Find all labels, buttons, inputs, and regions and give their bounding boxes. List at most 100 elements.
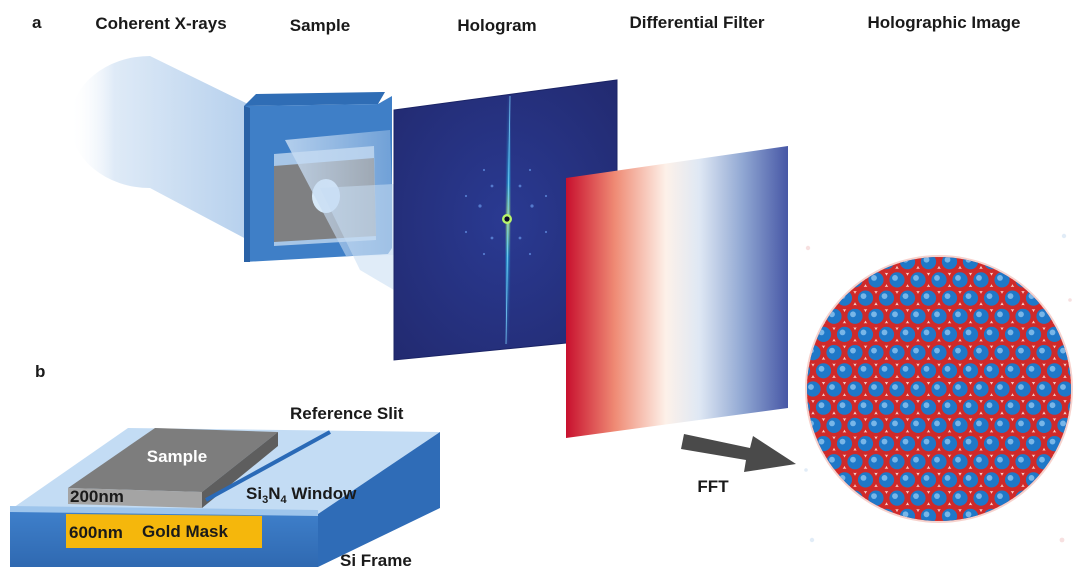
skyrmion-highlight	[850, 456, 856, 463]
skyrmion-highlight	[997, 275, 1003, 281]
panel-a-label: a	[32, 13, 42, 32]
skyrmion-highlight	[923, 329, 930, 336]
skyrmion-highlight	[934, 384, 940, 390]
skyrmion-highlight	[860, 329, 867, 336]
skyrmion-highlight	[923, 438, 930, 445]
skyrmion-highlight	[1049, 365, 1056, 372]
skyrmion-highlight	[892, 420, 898, 427]
skyrmion-highlight	[955, 456, 961, 463]
skyrmion-highlight	[955, 275, 961, 281]
skyrmion-highlight	[1007, 293, 1014, 299]
skyrmion-highlight	[997, 420, 1003, 427]
skyrmion-highlight	[955, 420, 961, 427]
xray-beam	[70, 56, 248, 240]
skyrmion-highlight	[1039, 420, 1045, 427]
skyrmion-highlight	[860, 402, 867, 409]
skyrmion-highlight	[913, 347, 919, 354]
skyrmion-highlight	[902, 293, 909, 299]
skyrmion-highlight	[976, 384, 982, 390]
skyrmion-highlight	[913, 311, 919, 318]
skyrmion-highlight	[1018, 420, 1024, 427]
skyrmion-highlight	[986, 365, 993, 372]
skyrmion-highlight	[1049, 329, 1056, 336]
skyrmion-highlight	[934, 311, 940, 318]
skyrmion-highlight	[829, 347, 835, 354]
diffraction-cone	[285, 130, 394, 290]
skyrmion-highlight	[892, 347, 898, 354]
skyrmion-highlight	[955, 493, 961, 499]
skyrmion-highlight	[881, 402, 888, 409]
differential-filter	[566, 146, 788, 438]
label-gold-mask: Gold Mask	[142, 522, 229, 541]
skyrmion-highlight	[860, 438, 867, 445]
skyrmion-highlight	[839, 329, 846, 336]
skyrmion-highlight	[923, 475, 930, 481]
skyrmion-highlight	[902, 438, 909, 445]
skyrmion-highlight	[892, 493, 898, 499]
skyrmion-highlight	[965, 438, 972, 445]
skyrmion-highlight	[808, 384, 814, 390]
skyrmion-highlight	[1007, 475, 1014, 481]
skyrmion-highlight	[902, 402, 909, 409]
skyrmion-highlight	[818, 365, 825, 372]
skyrmion-highlight	[934, 493, 940, 499]
skyrmion-highlight	[976, 311, 982, 318]
label-si3n4-window: Si3N4 Window	[246, 484, 357, 506]
skyrmion-highlight	[944, 438, 951, 445]
skyrmion-highlight	[892, 275, 898, 281]
skyrmion-highlight	[860, 475, 867, 481]
skyrmion-highlight	[913, 420, 919, 427]
skyrmion-highlight	[955, 384, 961, 390]
skyrmion-highlight	[944, 511, 951, 518]
skyrmion-highlight	[881, 475, 888, 481]
skyrmion-highlight	[997, 311, 1003, 318]
skyrmion-highlight	[839, 438, 846, 445]
skyrmion-highlight	[839, 402, 846, 409]
skyrmion-highlight	[976, 275, 982, 281]
skyrmion-highlight	[986, 329, 993, 336]
panel-b-label: b	[35, 362, 45, 381]
device-cross-section	[10, 428, 440, 567]
skyrmion-highlight	[871, 275, 877, 281]
skyrmion-highlight	[1018, 384, 1024, 390]
skyrmion-highlight	[934, 275, 940, 281]
skyrmion-highlight	[829, 456, 835, 463]
skyrmion-highlight	[881, 293, 888, 299]
skyrmion-highlight	[1007, 438, 1014, 445]
skyrmion-highlight	[1018, 456, 1024, 463]
label-si-frame: Si Frame	[340, 551, 412, 567]
skyrmion-highlight	[871, 493, 877, 499]
skyrmion-highlight	[881, 438, 888, 445]
skyrmion-highlight	[976, 493, 982, 499]
skyrmion-highlight	[881, 329, 888, 336]
speckle-halo	[804, 233, 1072, 543]
skyrmion-highlight	[934, 420, 940, 427]
label-sample-b: Sample	[147, 447, 207, 466]
skyrmion-highlight	[965, 475, 972, 481]
label-200nm: 200nm	[70, 487, 124, 506]
skyrmion-highlight	[1007, 329, 1014, 336]
skyrmion-highlight	[944, 402, 951, 409]
skyrmion-highlight	[913, 493, 919, 499]
skyrmion-highlight	[1039, 384, 1045, 390]
skyrmion-highlight	[871, 384, 877, 390]
skyrmion-highlight	[1028, 438, 1035, 445]
skyrmion-highlight	[892, 311, 898, 318]
skyrmion-highlight	[986, 475, 993, 481]
skyrmion-highlight	[997, 347, 1003, 354]
skyrmion-highlight	[997, 384, 1003, 390]
header-hologram: Hologram	[457, 16, 536, 35]
skyrmion-highlight	[1049, 438, 1056, 445]
skyrmion-highlight	[860, 293, 867, 299]
skyrmion-highlight	[955, 347, 961, 354]
label-reference-slit: Reference Slit	[290, 404, 404, 423]
skyrmion-highlight	[965, 365, 972, 372]
skyrmion-highlight	[839, 365, 846, 372]
skyrmion-highlight	[860, 365, 867, 372]
hologram-speckles	[464, 168, 548, 256]
skyrmion-highlight	[934, 456, 940, 463]
skyrmion-highlight	[923, 511, 930, 518]
skyrmion-highlight	[923, 365, 930, 372]
skyrmion-highlight	[997, 456, 1003, 463]
